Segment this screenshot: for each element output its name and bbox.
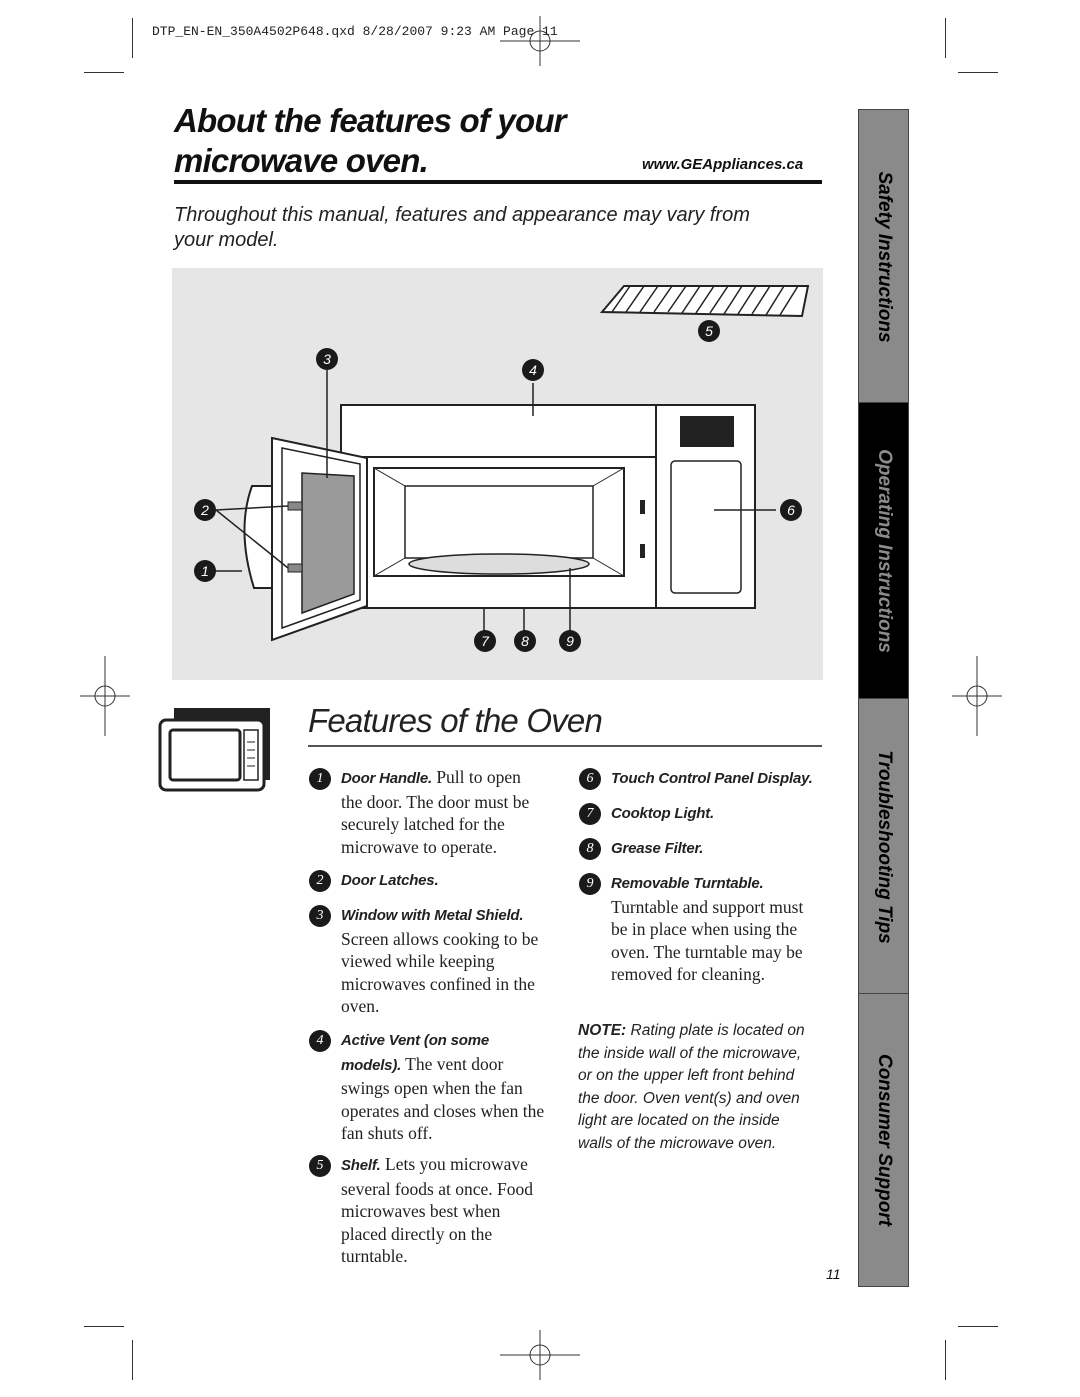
feature-item-1: 1 Door Handle. Pull to open the door. Th…	[309, 766, 546, 858]
feature-text: Pull to open the door. The door must be …	[341, 767, 530, 857]
feature-number: 8	[579, 838, 601, 860]
feature-item-7: 7 Cooktop Light.	[579, 801, 816, 826]
feature-title: Touch Control Panel Display.	[611, 770, 813, 787]
callout-4: 4	[522, 359, 544, 381]
page-number: 11	[826, 1266, 841, 1282]
feature-title: Removable Turntable.	[611, 875, 764, 892]
feature-item-4: 4 Active Vent (on some models). The vent…	[309, 1028, 546, 1145]
feature-title: Door Handle.	[341, 770, 432, 787]
crop-mark	[958, 1326, 998, 1327]
feature-number: 6	[579, 768, 601, 790]
crop-mark	[945, 1340, 946, 1380]
feature-item-5: 5 Shelf. Lets you microwave several food…	[309, 1153, 546, 1268]
tab-label: Operating Instructions	[873, 449, 895, 653]
feature-text: Lets you microwave several foods at once…	[341, 1154, 533, 1266]
feature-number: 4	[309, 1030, 331, 1052]
title-rule	[174, 180, 822, 184]
feature-text: The vent door swings open when the fan o…	[341, 1053, 545, 1144]
feature-number: 3	[309, 905, 331, 927]
feature-title: Grease Filter.	[611, 840, 704, 857]
note-text: Rating plate is located on the inside wa…	[578, 1022, 805, 1152]
callout-8: 8	[514, 630, 536, 652]
feature-item-6: 6 Touch Control Panel Display.	[579, 766, 826, 791]
crop-mark	[958, 72, 998, 73]
registration-mark-bottom	[500, 1330, 580, 1380]
registration-mark-right	[952, 656, 1002, 736]
feature-number: 5	[309, 1155, 331, 1177]
registration-mark-top	[500, 16, 580, 66]
feature-number: 7	[579, 803, 601, 825]
shelf-rack	[599, 285, 810, 318]
feature-number: 1	[309, 768, 331, 790]
feature-title: Window with Metal Shield.	[341, 907, 524, 924]
feature-text: Turntable and support must be in place w…	[611, 896, 804, 985]
feature-title: Shelf.	[341, 1157, 381, 1174]
website-url[interactable]: www.GEAppliances.ca	[642, 156, 804, 173]
callout-9: 9	[559, 630, 581, 652]
note-label: NOTE:	[578, 1022, 627, 1039]
intro-text: Throughout this manual, features and app…	[174, 204, 750, 251]
tab-consumer-support[interactable]: Consumer Support	[858, 993, 909, 1287]
crop-mark	[84, 1326, 124, 1327]
file-info-header: DTP_EN-EN_350A4502P648.qxd 8/28/2007 9:2…	[152, 24, 558, 39]
tab-label: Troubleshooting Tips	[873, 749, 895, 944]
callout-7: 7	[474, 630, 496, 652]
feature-item-9: 9 Removable Turntable. Turntable and sup…	[579, 871, 806, 986]
registration-mark-left	[80, 656, 130, 736]
feature-title: Cooktop Light.	[611, 805, 715, 822]
feature-item-8: 8 Grease Filter.	[579, 836, 816, 861]
feature-title: Active Vent (on some models).	[341, 1032, 489, 1074]
crop-mark	[84, 72, 124, 73]
feature-title: Door Latches.	[341, 872, 439, 889]
section-rule	[308, 745, 822, 747]
microwave-icon	[158, 708, 270, 792]
rating-plate-note: NOTE: Rating plate is located on the ins…	[578, 1020, 818, 1155]
page-title-line1: About the features of your	[174, 102, 567, 139]
crop-mark	[945, 18, 946, 58]
crop-mark	[132, 1340, 133, 1380]
tab-safety-instructions[interactable]: Safety Instructions	[858, 109, 909, 404]
tab-label: Safety Instructions	[873, 170, 895, 343]
feature-text: Screen allows cooking to be viewed while…	[341, 928, 539, 1017]
callout-5: 5	[698, 320, 720, 342]
feature-number: 2	[309, 870, 331, 892]
tab-label: Consumer Support	[873, 1053, 895, 1227]
feature-item-2: 2 Door Latches.	[309, 868, 546, 893]
feature-number: 9	[579, 873, 601, 895]
tab-operating-instructions[interactable]: Operating Instructions	[858, 402, 909, 700]
callout-2: 2	[194, 499, 216, 521]
microwave-illustration	[215, 285, 810, 642]
feature-item-3: 3 Window with Metal Shield. Screen allow…	[309, 903, 546, 1018]
crop-mark	[132, 18, 133, 58]
tab-troubleshooting-tips[interactable]: Troubleshooting Tips	[858, 698, 909, 995]
page-title-line2: microwave oven.	[174, 142, 429, 179]
callout-1: 1	[194, 560, 216, 582]
section-title: Features of the Oven	[308, 702, 603, 739]
microwave-diagram: 5 3 4 2 6 1 7 8 9	[172, 268, 823, 680]
callout-6: 6	[780, 499, 802, 521]
callout-3: 3	[316, 348, 338, 370]
